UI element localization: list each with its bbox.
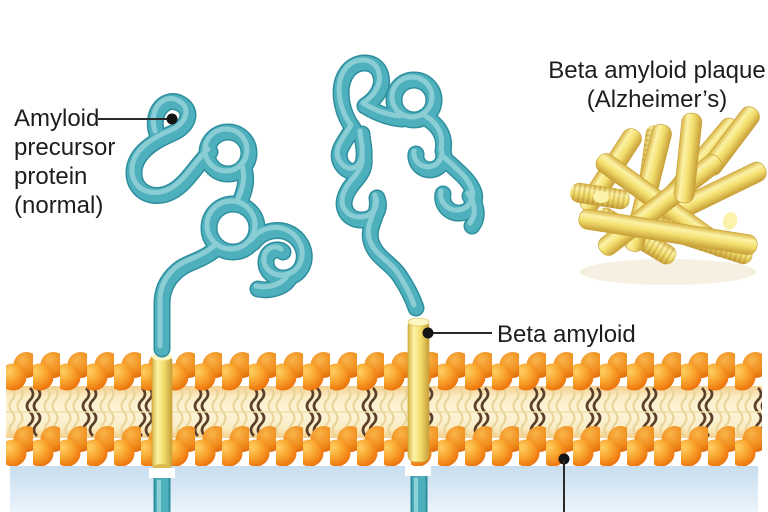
- amyloid-precursor-protein-illustration: [132, 99, 304, 349]
- cleaved-app-illustration: [337, 60, 476, 308]
- beta-amyloid-rod: [407, 317, 430, 463]
- label-line: precursor: [14, 134, 116, 161]
- label-line: protein: [14, 163, 88, 190]
- app-transmembrane-rod: [151, 350, 173, 470]
- cell-membrane: [6, 352, 762, 466]
- amyloid-precursor-protein-label: Amyloid precursor protein (normal): [14, 104, 115, 220]
- membrane-top-heads: [6, 352, 762, 392]
- cleavage-gap-left: [149, 468, 175, 478]
- membrane-bottom-heads: [6, 426, 762, 466]
- beta-amyloid-plaque-label: Beta amyloid plaque (Alzheimer’s): [540, 56, 768, 114]
- app2-intracellular-stub: [410, 476, 428, 512]
- beta-amyloid-plaque-illustration: [570, 106, 767, 285]
- beta-amyloid-label: Beta amyloid: [497, 321, 636, 348]
- leader-amyloid-precursor: [98, 113, 178, 125]
- plaque-shadow: [580, 259, 756, 285]
- plaque-rods: [570, 106, 767, 265]
- app-intracellular-stub: [153, 478, 171, 512]
- leader-cell-membrane: [558, 453, 570, 512]
- label-line: (Alzheimer’s): [586, 86, 728, 113]
- cleavage-gap-middle: [405, 466, 431, 476]
- cytoplasm-region: [10, 466, 758, 512]
- leader-beta-amyloid: [422, 327, 492, 339]
- label-line: Beta amyloid plaque: [548, 57, 766, 84]
- label-line: (normal): [14, 192, 104, 219]
- label-line: Amyloid: [14, 105, 100, 132]
